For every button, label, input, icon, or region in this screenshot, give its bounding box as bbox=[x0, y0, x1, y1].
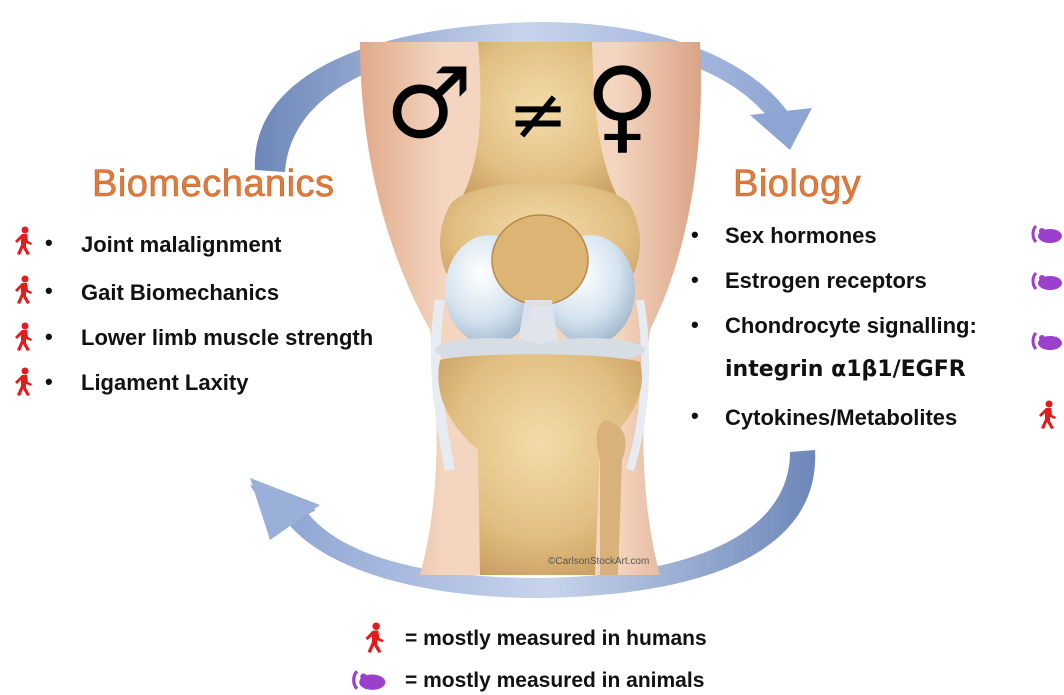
walking-person-icon bbox=[1036, 400, 1058, 430]
bullet: • bbox=[45, 230, 53, 256]
copyright-text: ©CarlsonStockArt.com bbox=[548, 556, 649, 567]
walking-person-icon bbox=[12, 275, 34, 305]
bullet: • bbox=[691, 222, 699, 248]
biomechanics-heading: Biomechanics bbox=[92, 163, 335, 206]
legend-human-text: = mostly measured in humans bbox=[405, 627, 707, 651]
biology-heading: Biology bbox=[733, 163, 861, 206]
legend-animal-text: = mostly measured in animals bbox=[405, 669, 704, 693]
bullet: • bbox=[691, 403, 699, 429]
list-item: Chondrocyte signalling: bbox=[725, 313, 977, 339]
bullet: • bbox=[45, 369, 53, 395]
bullet: • bbox=[691, 312, 699, 338]
list-item: Estrogen receptors bbox=[725, 268, 927, 294]
mouse-icon bbox=[1030, 330, 1064, 352]
list-item-continuation: integrin α1β1/EGFR bbox=[725, 357, 966, 382]
list-item: Joint malalignment bbox=[81, 232, 281, 258]
mouse-icon bbox=[1030, 270, 1064, 292]
bullet: • bbox=[45, 278, 53, 304]
list-item: Gait Biomechanics bbox=[81, 280, 279, 306]
male-symbol: ♂ bbox=[385, 55, 473, 153]
walking-person-icon bbox=[12, 367, 34, 397]
walking-person-icon bbox=[12, 322, 34, 352]
list-item: Ligament Laxity bbox=[81, 370, 248, 396]
female-symbol: ♀ bbox=[585, 55, 660, 157]
mouse-icon bbox=[1030, 223, 1064, 245]
not-equal-symbol: ≠ bbox=[508, 78, 568, 150]
walking-person-icon bbox=[12, 226, 34, 256]
list-item: Sex hormones bbox=[725, 223, 877, 249]
list-item: Lower limb muscle strength bbox=[81, 325, 373, 351]
list-item: Cytokines/Metabolites bbox=[725, 405, 957, 431]
bullet: • bbox=[691, 267, 699, 293]
walking-person-icon bbox=[362, 622, 386, 654]
mouse-icon bbox=[350, 668, 388, 692]
bullet: • bbox=[45, 324, 53, 350]
